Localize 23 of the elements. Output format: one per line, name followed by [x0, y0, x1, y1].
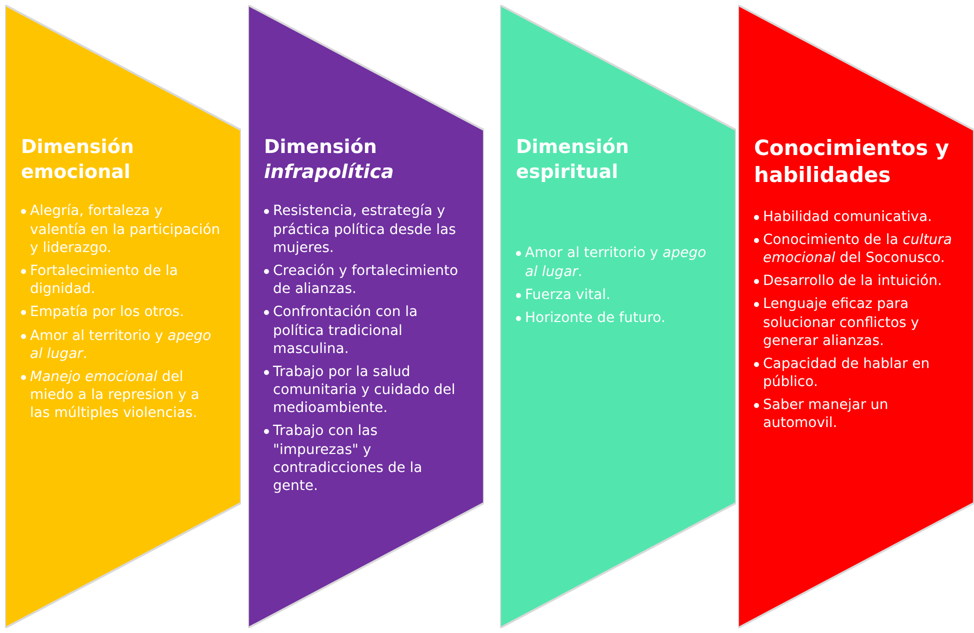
bullet-text: Amor al territorio y apego al lugar. [525, 244, 708, 281]
bullet-text: Trabajo por la salud comunitaria y cuidado del medioambiente. [273, 362, 456, 418]
bullet-text: Conocimiento de la cultura emocional del Soconusco. [763, 230, 953, 268]
bullet-text: Fortalecimiento de la dignidad. [30, 262, 179, 298]
bullet-text: Fuerza vital. [525, 286, 610, 304]
bullet-text: Alegría, fortaleza y valentía en la participación y liderazgo. [30, 202, 222, 257]
bullet-text: Lenguaje eficaz para solucionar conflictos y generar alianzas. [763, 295, 920, 350]
bullet-text: Habilidad comunicativa. [763, 208, 932, 226]
panel-heading: Dimensión emocional [21, 135, 135, 184]
bullet-text: Desarrollo de la intuición. [763, 272, 942, 290]
bullet-text: Confrontación con la política tradicional masculina. [273, 303, 419, 358]
bullet-text: Trabajo con las "impurezas" y contradicciones de la gente. [273, 422, 424, 496]
panel-heading: Conocimientos y habilidades [754, 135, 950, 190]
bullet-text: Saber manejar un automovil. [763, 396, 890, 433]
bullet-text: Creación y fortalecimiento de alianzas. [273, 262, 460, 298]
panel-heading: Dimensión infrapolítica [264, 135, 395, 184]
bullet-text: Amor al territorio y apego al lugar. [30, 326, 212, 363]
bullet-text: Horizonte de futuro. [525, 308, 666, 328]
bullet-text: Resistencia, estrategía y práctica política desde las mujeres. [273, 202, 457, 257]
bullet-text: Capacidad de hablar en público. [763, 354, 931, 392]
bullet-text: Manejo emocional del miedo a la represion y a las múltiples violencias. [30, 368, 200, 422]
bullet-text: Empatía por los otros. [30, 303, 184, 322]
panel-heading: Dimensión espiritual [516, 135, 630, 184]
